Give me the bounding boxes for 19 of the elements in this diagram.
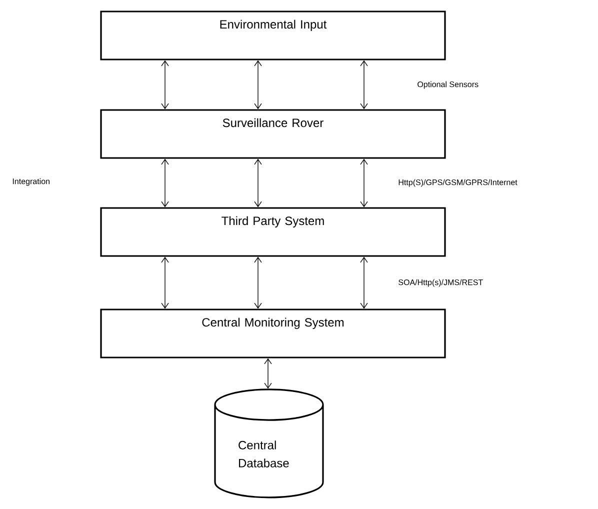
- annotation-label: Integration: [12, 178, 50, 186]
- arrow: [360, 158, 368, 208]
- annotation-label: Optional Sensors: [418, 81, 478, 89]
- process-box: Surveillance Rover: [100, 109, 446, 159]
- annotation-label: SOA/Http(s)/JMS/REST: [398, 279, 483, 287]
- arrow: [254, 256, 262, 309]
- database-cylinder: Central Database: [214, 388, 324, 498]
- arrow: [254, 158, 262, 208]
- arrow: [161, 256, 169, 309]
- arrow: [161, 60, 169, 110]
- process-box: Third Party System: [100, 207, 446, 257]
- process-box: Environmental Input: [100, 10, 446, 60]
- process-box: Central Monitoring System: [100, 308, 446, 358]
- arrow: [254, 60, 262, 110]
- arrow: [161, 158, 169, 208]
- arrow: [264, 358, 272, 389]
- arrow: [360, 256, 368, 309]
- arrow: [360, 60, 368, 110]
- annotation-label: Http(S)/GPS/GSM/GPRS/Internet: [398, 179, 518, 187]
